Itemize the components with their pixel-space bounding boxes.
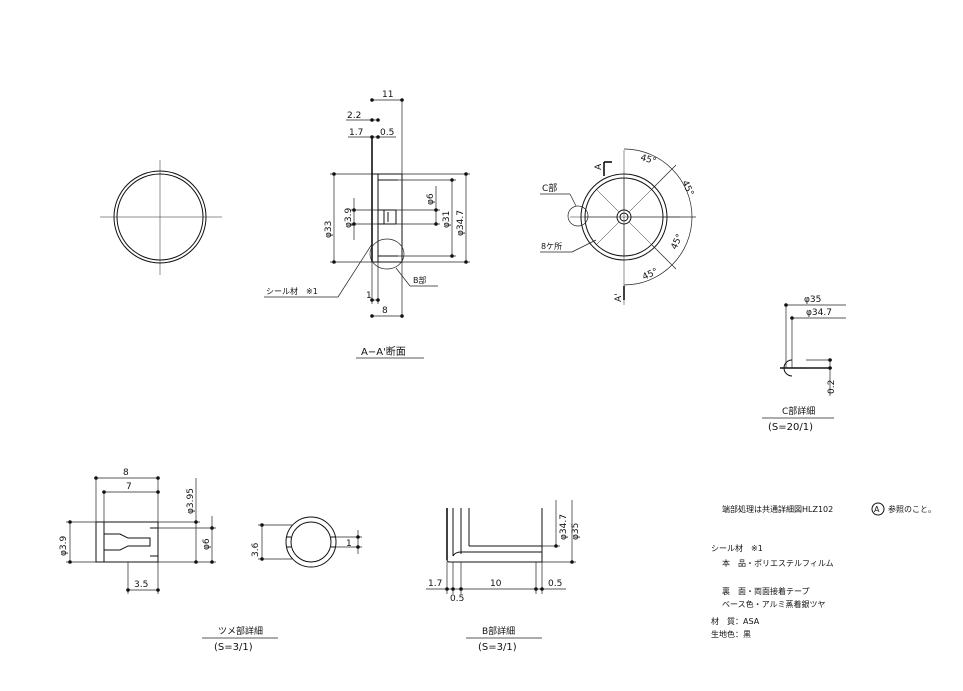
dim-2-2: 2.2 — [347, 111, 361, 121]
detail-b-caption: B部詳細 — [482, 625, 515, 637]
dim-phi33: φ33 — [324, 221, 334, 238]
note-material: 材 質：ASA — [711, 616, 760, 626]
section-mark-top: A — [594, 163, 604, 170]
detail-tsume-scale: (S=3/1) — [214, 642, 253, 653]
dim-t-phi3-9: φ3.9 — [59, 535, 69, 556]
angle-label-3: 45° — [670, 233, 686, 252]
b-part-label: B部 — [413, 275, 427, 285]
note-edge-tail: 参照のこと。 — [888, 504, 936, 514]
note-seal-title: シール材 ※1 — [711, 543, 763, 553]
dim-t-3-5: 3.5 — [134, 580, 148, 590]
dim-t-phi3-95: φ3.95 — [186, 488, 196, 514]
dim-8: 8 — [382, 306, 388, 316]
note-edge: 端部処理は共通詳細図HLZ102 — [722, 504, 833, 514]
angle-label-4: 45° — [641, 267, 660, 283]
detail-tsume-caption: ツメ部詳細 — [218, 625, 263, 637]
dim-c-phi35: φ35 — [804, 295, 821, 305]
detail-c-caption: C部詳細 — [782, 405, 815, 417]
detail-b: φ34.7 φ35 1.7 10 0.5 0.5 B部詳細 (S=3/1) — [426, 500, 581, 653]
detail-c: φ35 φ34.7 0.2 C部詳細 (S=20/1) — [762, 295, 846, 433]
dim-r-3-6: 3.6 — [251, 542, 261, 557]
dim-11: 11 — [382, 90, 393, 100]
note-main-body: 本 品・ポリエステルフィルム — [722, 558, 834, 568]
dim-phi6: φ6 — [426, 193, 436, 205]
section-mark-bottom: A' — [614, 293, 624, 302]
note-edge-circle: A — [874, 505, 880, 514]
dim-c-phi34-7: φ34.7 — [806, 308, 832, 318]
detail-b-scale: (S=3/1) — [478, 642, 517, 653]
dim-phi34-7: φ34.7 — [456, 210, 466, 236]
section-aa-caption: A−A'断面 — [361, 345, 406, 358]
top-view-circle — [100, 160, 222, 275]
dim-b-10: 10 — [490, 579, 502, 589]
note-back-face: 裏 面・両面接着テープ — [722, 586, 810, 596]
angle-label-2: 45° — [679, 179, 695, 198]
dim-b-phi34-7: φ34.7 — [559, 514, 569, 540]
detail-c-scale: (S=20/1) — [768, 422, 813, 433]
dim-r-1: 1 — [346, 539, 352, 549]
dim-1: 1 — [366, 291, 372, 301]
dim-phi31: φ31 — [442, 211, 452, 228]
dim-1-7: 1.7 — [349, 128, 363, 138]
note-base-color: ベース色・アルミ蒸着銀ツヤ — [722, 599, 826, 609]
dim-b-phi35: φ35 — [571, 523, 581, 540]
dim-b-0-5-right: 0.5 — [548, 579, 562, 589]
dim-t-phi6: φ6 — [202, 538, 212, 550]
dim-t-8: 8 — [123, 468, 129, 478]
c-part-label: C部 — [542, 182, 557, 194]
holes-label: 8ケ所 — [541, 241, 562, 251]
detail-ring: 3.6 1 — [251, 516, 362, 568]
section-aa-view: 11 2.2 1.7 0.5 φ6 φ31 φ34.7 φ33 φ3.9 — [264, 90, 470, 359]
seal-label: シール材 ※1 — [266, 286, 318, 296]
note-ground-color: 生地色：黒 — [711, 629, 751, 639]
dim-b-1-7: 1.7 — [428, 579, 442, 589]
dim-0-5: 0.5 — [380, 128, 394, 138]
detail-tsume: 8 7 φ3.95 φ6 φ3.9 3.5 ツメ部詳細 (S=3/1) — [59, 468, 278, 653]
angle-label-1: 45° — [639, 153, 657, 167]
front-view: 45° 45° 45° 45° A A' C部 8ケ所 — [540, 148, 696, 305]
dim-phi3-9: φ3.9 — [344, 207, 354, 228]
dim-c-0-2: 0.2 — [827, 380, 837, 394]
dim-t-7: 7 — [126, 482, 132, 492]
notes-block: 端部処理は共通詳細図HLZ102 A 参照のこと。 シール材 ※1 本 品・ポリ… — [711, 502, 936, 639]
dim-b-0-5-left: 0.5 — [450, 594, 464, 604]
